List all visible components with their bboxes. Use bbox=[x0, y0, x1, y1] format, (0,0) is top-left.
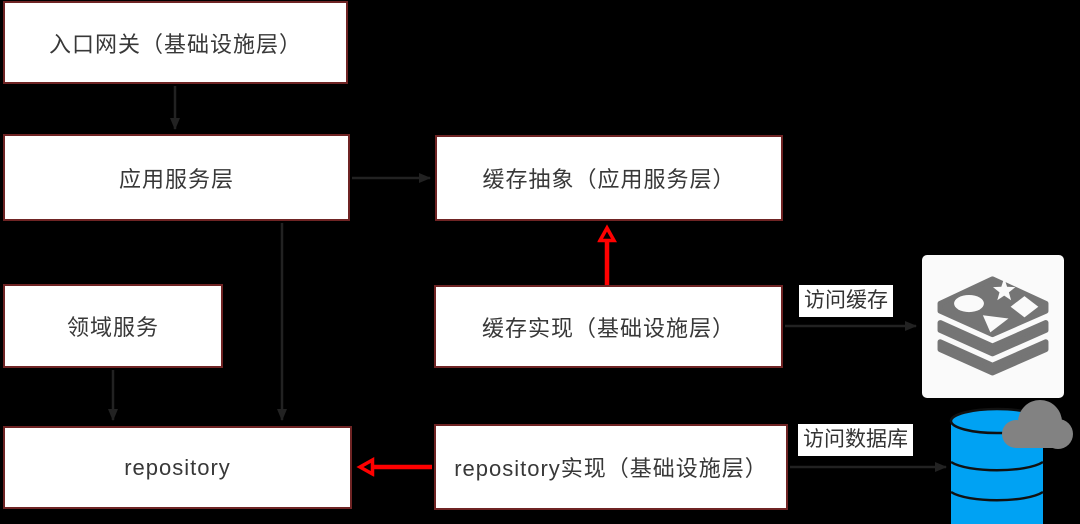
node-cache-abstraction: 缓存抽象（应用服务层） bbox=[435, 135, 783, 221]
edge-label-access-cache: 访问缓存 bbox=[799, 285, 893, 317]
cloud-shape bbox=[1002, 400, 1073, 449]
redis-card bbox=[922, 255, 1064, 398]
node-domain-service: 领域服务 bbox=[3, 284, 223, 368]
node-repository-label: repository bbox=[124, 454, 231, 480]
node-cache-impl: 缓存实现（基础设施层） bbox=[434, 285, 783, 368]
node-repository-impl: repository实现（基础设施层） bbox=[434, 424, 788, 510]
redis-icon bbox=[937, 275, 1049, 376]
access-cache-text: 访问缓存 bbox=[804, 289, 888, 312]
database-cloud-icon bbox=[949, 400, 1073, 524]
node-repository: repository bbox=[3, 426, 352, 509]
edge-label-access-database: 访问数据库 bbox=[798, 424, 913, 456]
node-domain-service-label: 领域服务 bbox=[66, 315, 159, 340]
node-cache-impl-label: 缓存实现（基础设施层） bbox=[481, 315, 735, 341]
node-gateway-label: 入口网关（基础设施层） bbox=[48, 31, 302, 57]
node-repository-impl-label: repository实现（基础设施层） bbox=[454, 456, 768, 481]
node-gateway: 入口网关（基础设施层） bbox=[3, 1, 348, 84]
node-cache-abstraction-label: 缓存抽象（应用服务层） bbox=[482, 167, 736, 192]
node-app-service: 应用服务层 bbox=[3, 134, 350, 221]
access-database-text: 访问数据库 bbox=[803, 428, 908, 451]
node-app-service-label: 应用服务层 bbox=[118, 166, 234, 192]
